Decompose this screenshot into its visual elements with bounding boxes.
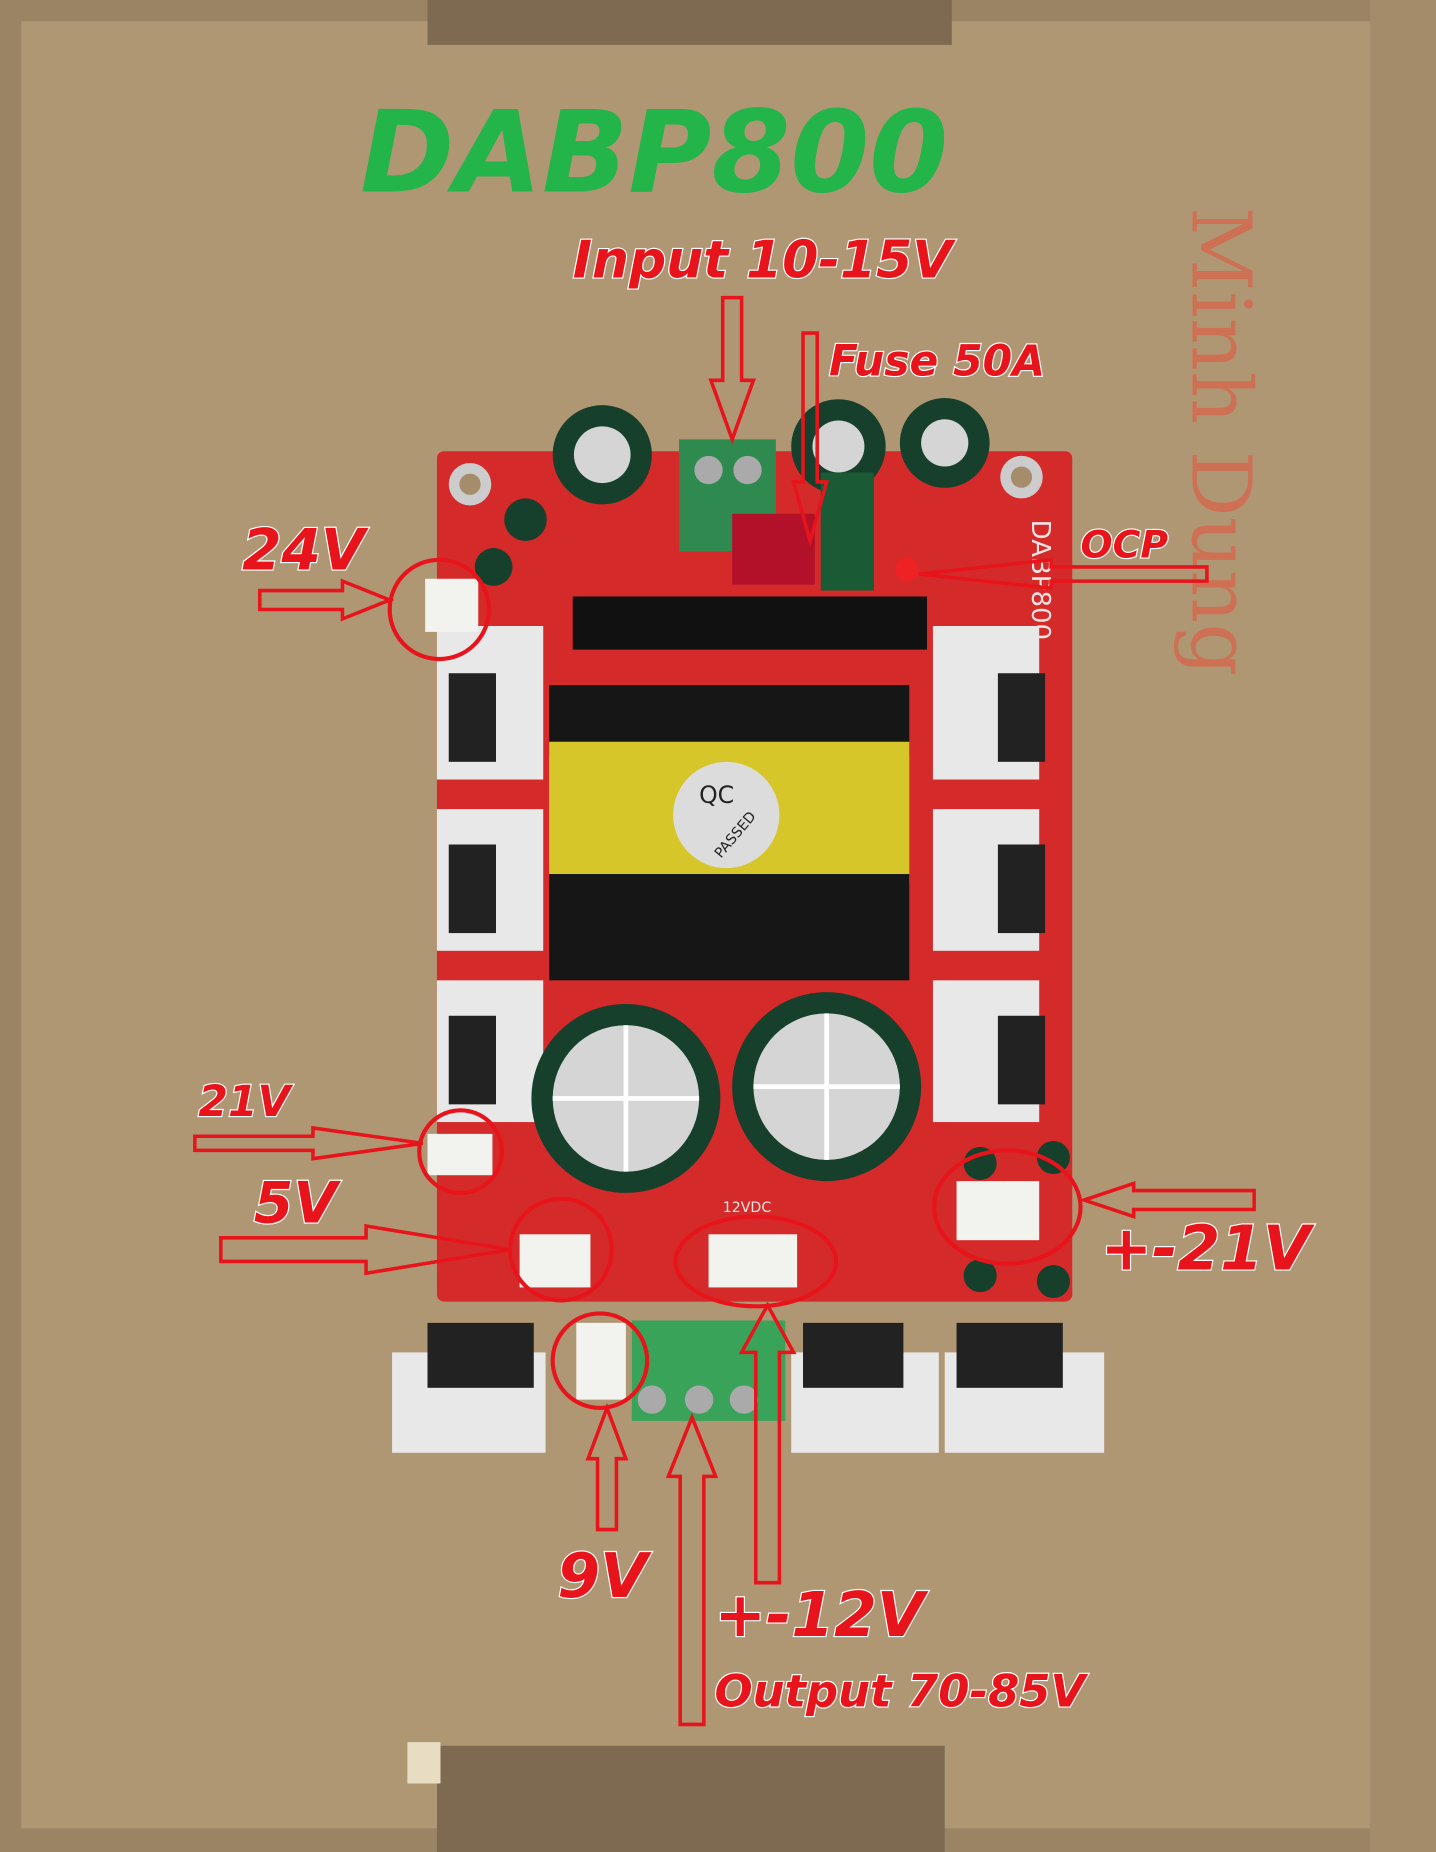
bulk-capacitors xyxy=(531,992,922,1193)
handwritten-note: Minh Dung xyxy=(1173,207,1269,677)
connectors xyxy=(425,578,1040,1400)
arrow-input xyxy=(708,295,756,445)
arrow-21v xyxy=(193,1125,424,1161)
ring-pm12v xyxy=(673,1214,839,1309)
arrow-5v xyxy=(219,1223,511,1276)
label-output: Output 70-85V xyxy=(714,1665,1088,1718)
box-flap-top xyxy=(427,0,952,45)
ring-9v xyxy=(550,1311,650,1410)
arrow-ocp xyxy=(918,557,1209,591)
label-5v: 5V xyxy=(254,1170,341,1236)
pcb-board: DABP800 12VDC QC PASSED xyxy=(392,398,1105,1453)
arrow-24v xyxy=(258,578,395,622)
qc-sticker: QC PASSED xyxy=(673,761,780,869)
arrow-pm12v xyxy=(738,1301,797,1585)
box-side xyxy=(1369,0,1436,1852)
box-flap-bottom xyxy=(436,1745,945,1852)
ring-24v xyxy=(387,557,491,662)
label-24v: 24V xyxy=(242,517,369,583)
tape-piece xyxy=(407,1742,441,1784)
label-9v: 9V xyxy=(557,1541,652,1612)
label-fuse: Fuse 50A xyxy=(829,338,1045,387)
product-title: DABP800 xyxy=(360,86,948,218)
arrow-output xyxy=(665,1412,719,1727)
ring-5v xyxy=(508,1196,614,1303)
label-pm12v: +-12V xyxy=(714,1580,928,1651)
arrow-pm21v xyxy=(1078,1181,1256,1220)
qc-text: QC xyxy=(699,781,734,809)
pcb-12vdc-marking: 12VDC xyxy=(723,1200,772,1216)
label-ocp: OCP xyxy=(1081,522,1169,566)
arrow-fuse xyxy=(791,331,829,548)
label-pm21v: +-21V xyxy=(1101,1214,1315,1285)
fuse xyxy=(732,513,815,585)
label-input: Input 10-15V xyxy=(573,231,957,291)
ring-pm21v xyxy=(932,1148,1083,1266)
transformer-core-bottom xyxy=(549,874,910,981)
label-21v: 21V xyxy=(198,1078,293,1127)
arrow-9v xyxy=(585,1402,629,1532)
ring-21v xyxy=(417,1108,504,1196)
